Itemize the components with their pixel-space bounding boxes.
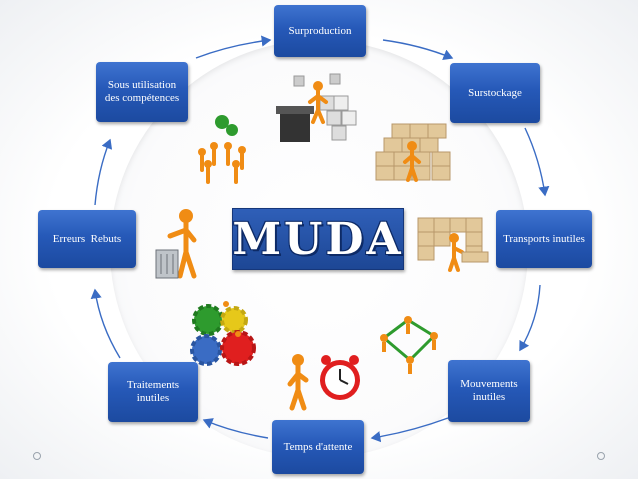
waste-competences: Sous utilisation des compétences — [96, 62, 188, 122]
arrow-competences-to-surproduction — [195, 35, 272, 59]
waste-label: Temps d'attente — [283, 440, 353, 453]
gears-icon — [190, 301, 256, 366]
arrow-surstockage-to-transports — [524, 127, 550, 197]
arrow-erreurs-to-competences — [94, 138, 113, 206]
waste-surstockage: Surstockage — [450, 63, 540, 123]
corner-marker-right — [597, 452, 605, 460]
trash-can-icon — [155, 209, 197, 279]
waste-surproduction: Surproduction — [274, 5, 366, 57]
muda-title-box: MUDA — [232, 208, 404, 270]
waste-erreurs: Erreurs Rebuts — [38, 210, 136, 268]
alarm-clock-icon — [287, 354, 360, 411]
waste-label: Surproduction — [288, 24, 352, 37]
waste-traitements: Traitements inutiles — [108, 362, 198, 422]
waste-mouvements: Mouvements inutiles — [448, 360, 530, 422]
corner-marker-left — [33, 452, 41, 460]
waste-label: Transports inutiles — [503, 232, 585, 245]
waste-label: Mouvements inutiles — [460, 378, 518, 403]
arrow-temps-to-traitements — [202, 418, 269, 439]
arrow-traitements-to-erreurs — [90, 288, 121, 359]
arrow-transports-to-mouvements — [519, 284, 541, 352]
waste-label: Traitements inutiles — [126, 379, 180, 404]
waste-transports: Transports inutiles — [496, 210, 592, 268]
muda-title: MUDA — [232, 213, 404, 265]
arrow-mouvements-to-temps — [370, 417, 449, 443]
waste-label: Erreurs Rebuts — [52, 232, 122, 245]
waste-temps: Temps d'attente — [272, 420, 364, 474]
pallet-truck-icon — [417, 217, 489, 272]
stacked-boxes-icon — [375, 123, 451, 182]
waste-label: Sous utilisation des compétences — [104, 79, 180, 104]
connected-path-icon — [380, 316, 438, 374]
arrow-surproduction-to-surstockage — [382, 39, 454, 61]
team-circle-icon — [198, 115, 246, 184]
waste-label: Surstockage — [468, 86, 522, 99]
factory-workers-icon — [276, 73, 357, 142]
